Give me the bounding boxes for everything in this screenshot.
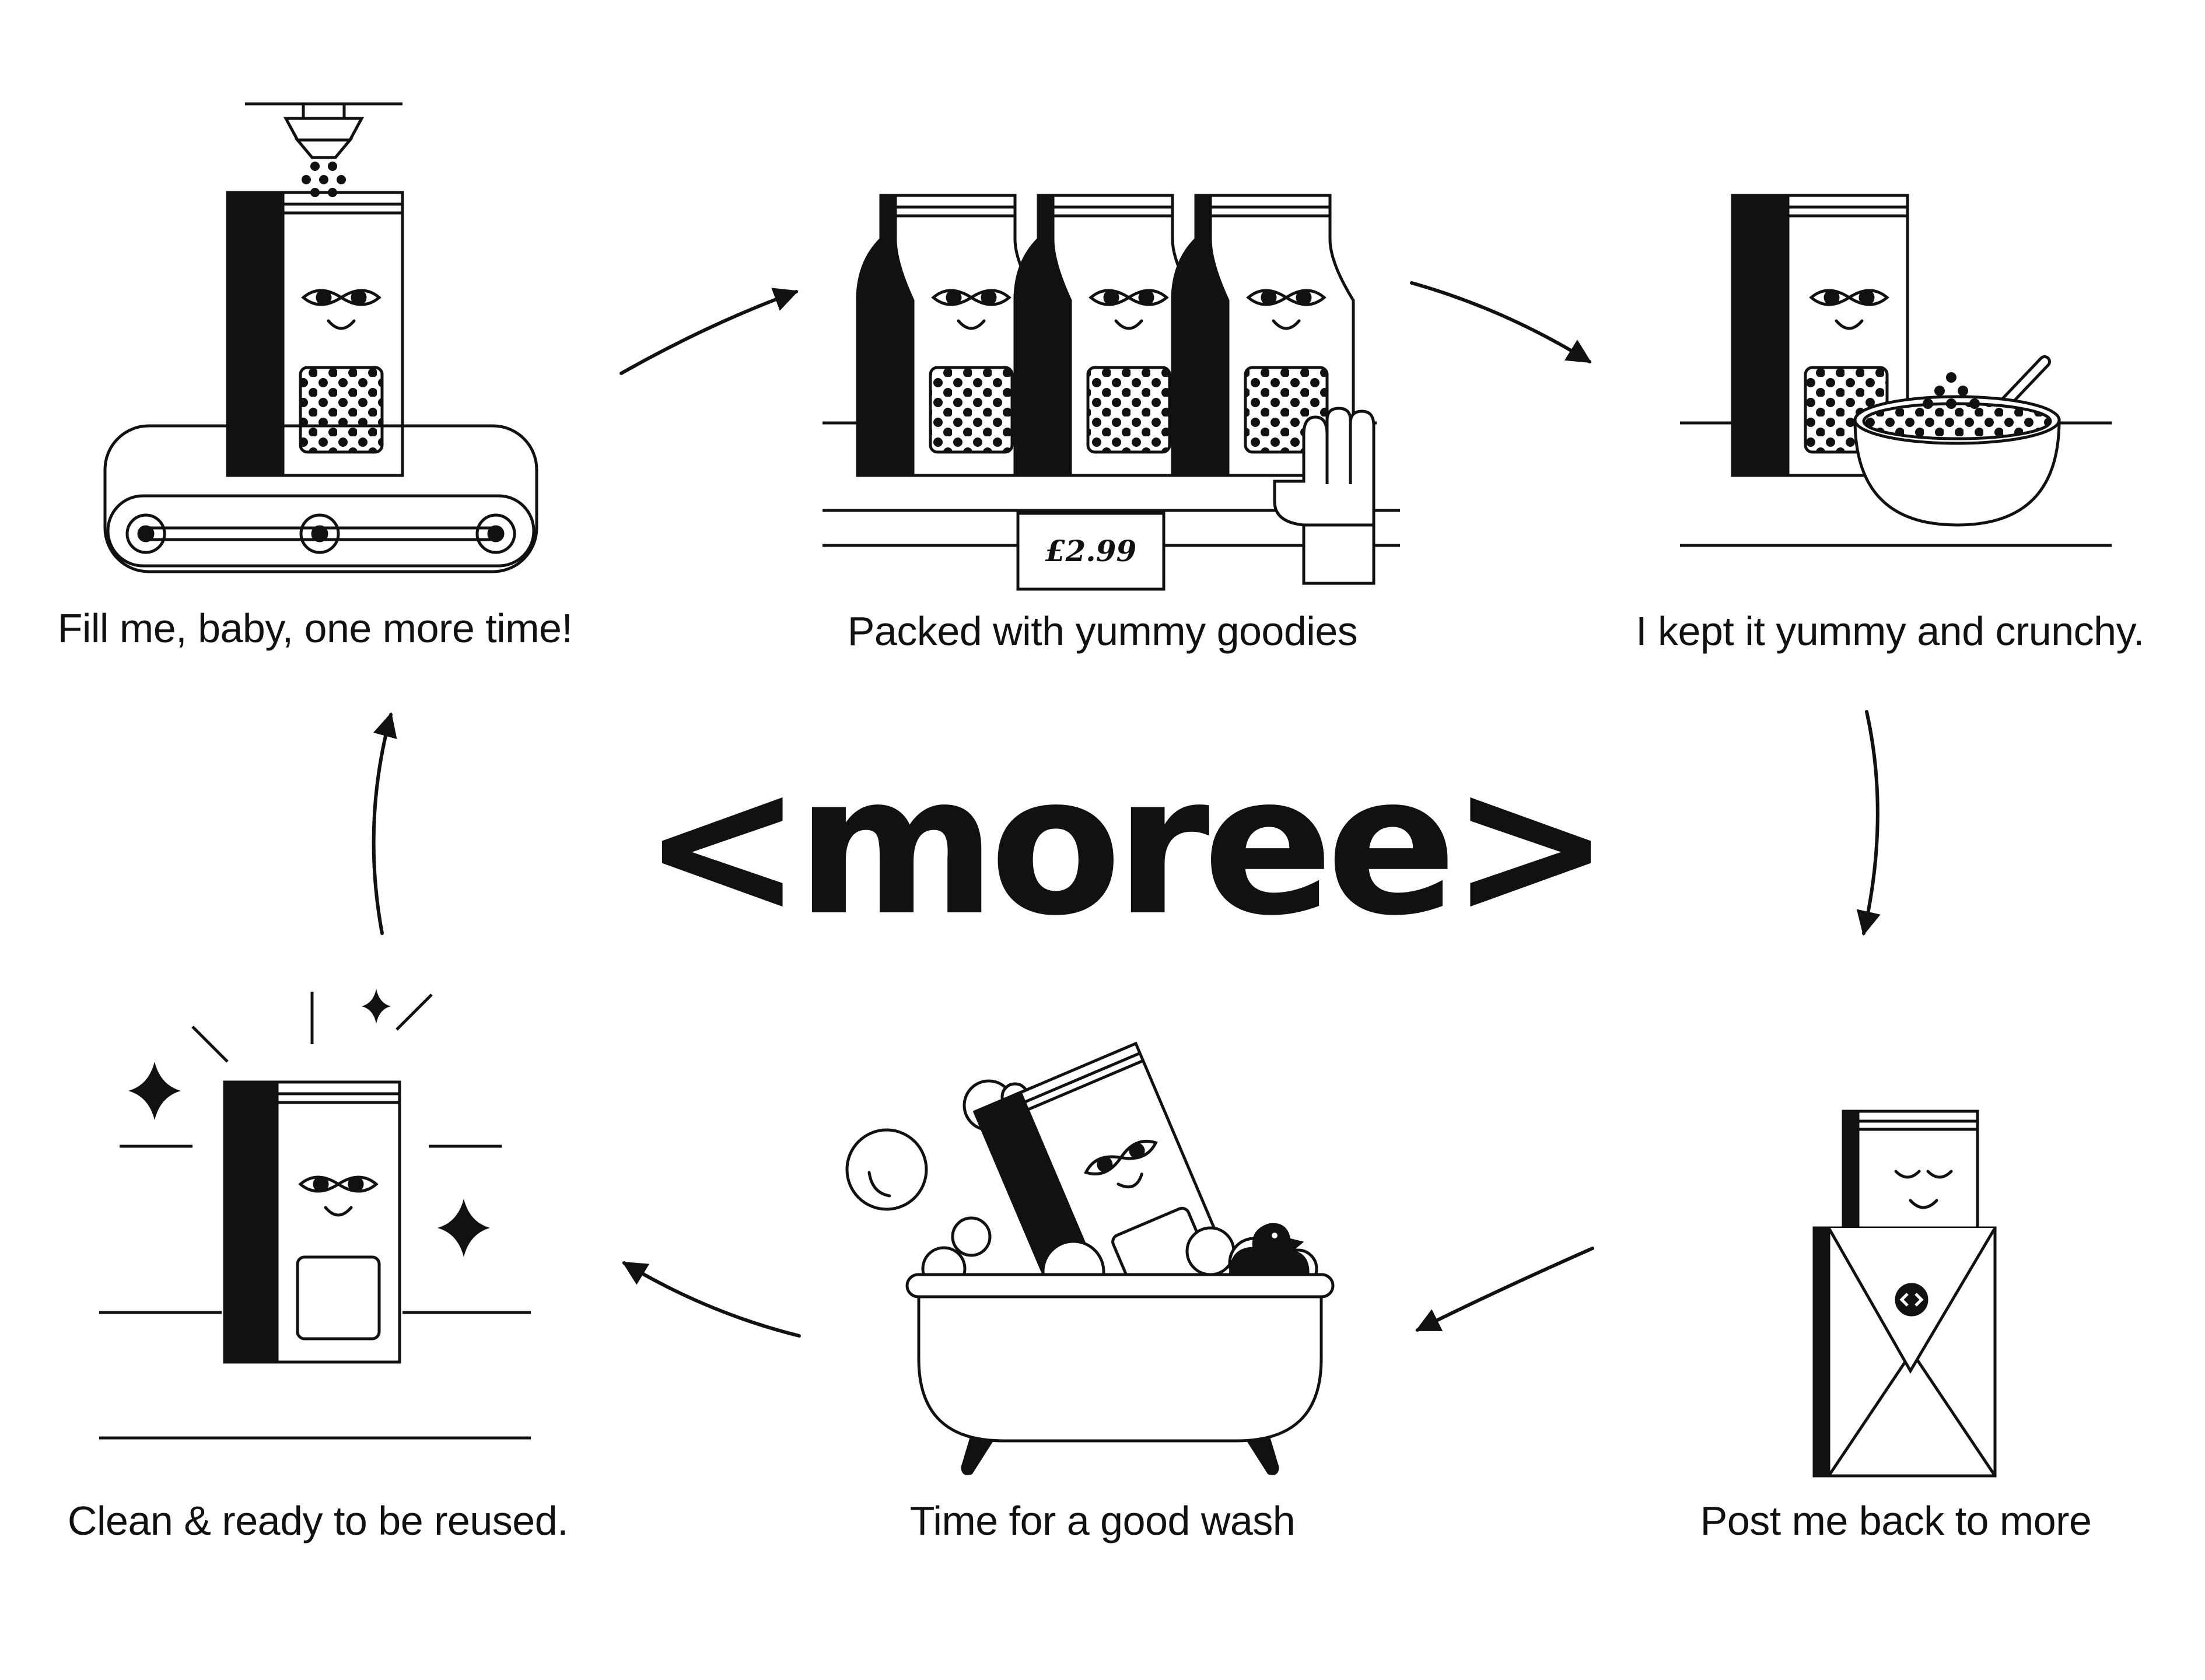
- step-shelf-illustration: £2.99: [822, 194, 1400, 591]
- step-fill-illustration: [103, 102, 538, 573]
- price-tag: £2.99: [1016, 512, 1166, 591]
- caption-clean: Clean & ready to be reused.: [67, 1498, 569, 1544]
- step-wash-illustration: [845, 1041, 1335, 1475]
- cycle-arrows: [372, 281, 1881, 1338]
- rubber-duck-icon: [1229, 1223, 1310, 1285]
- shelf-pouch-3: [1171, 194, 1355, 477]
- arrow-bowl-to-post: [1856, 710, 1881, 936]
- cereal-bowl-icon: [1853, 355, 2061, 527]
- caption-wash: Time for a good wash: [909, 1498, 1296, 1544]
- step-clean-illustration: [99, 989, 531, 1440]
- shelf-pouch-2: [1013, 194, 1198, 477]
- caption-packed: Packed with yummy goodies: [847, 608, 1358, 654]
- conveyor-belt: [103, 424, 538, 573]
- content-face-icon: [1894, 1170, 1953, 1209]
- shelf-pouch-1: [856, 194, 1040, 477]
- arrow-shelf-to-bowl: [1410, 281, 1592, 363]
- arrow-post-to-wash: [1415, 1247, 1594, 1332]
- caption-post: Post me back to more: [1700, 1498, 2092, 1544]
- arrow-wash-to-clean: [622, 1261, 801, 1338]
- bathtub-icon: [905, 1273, 1335, 1475]
- envelope: [1812, 1226, 1997, 1478]
- moree-logo: <moree>: [642, 734, 1611, 958]
- step-bowl-illustration: [1680, 194, 2112, 547]
- sparkle-icons: [128, 989, 490, 1257]
- moree-seal-icon: [1895, 1283, 1929, 1317]
- caption-crunchy: I kept it yummy and crunchy.: [1636, 608, 2144, 654]
- price-tag-text: £2.99: [1045, 534, 1137, 568]
- arrow-clean-to-fill: [372, 712, 397, 935]
- clean-moree-pouch: [223, 1080, 401, 1364]
- arrow-fill-to-shelf: [620, 288, 799, 375]
- hand-icon: [1273, 407, 1376, 585]
- caption-fill: Fill me, baby, one more time!: [57, 606, 573, 651]
- moree-pouch: [226, 191, 404, 477]
- step-post-illustration: [1812, 1110, 1997, 1478]
